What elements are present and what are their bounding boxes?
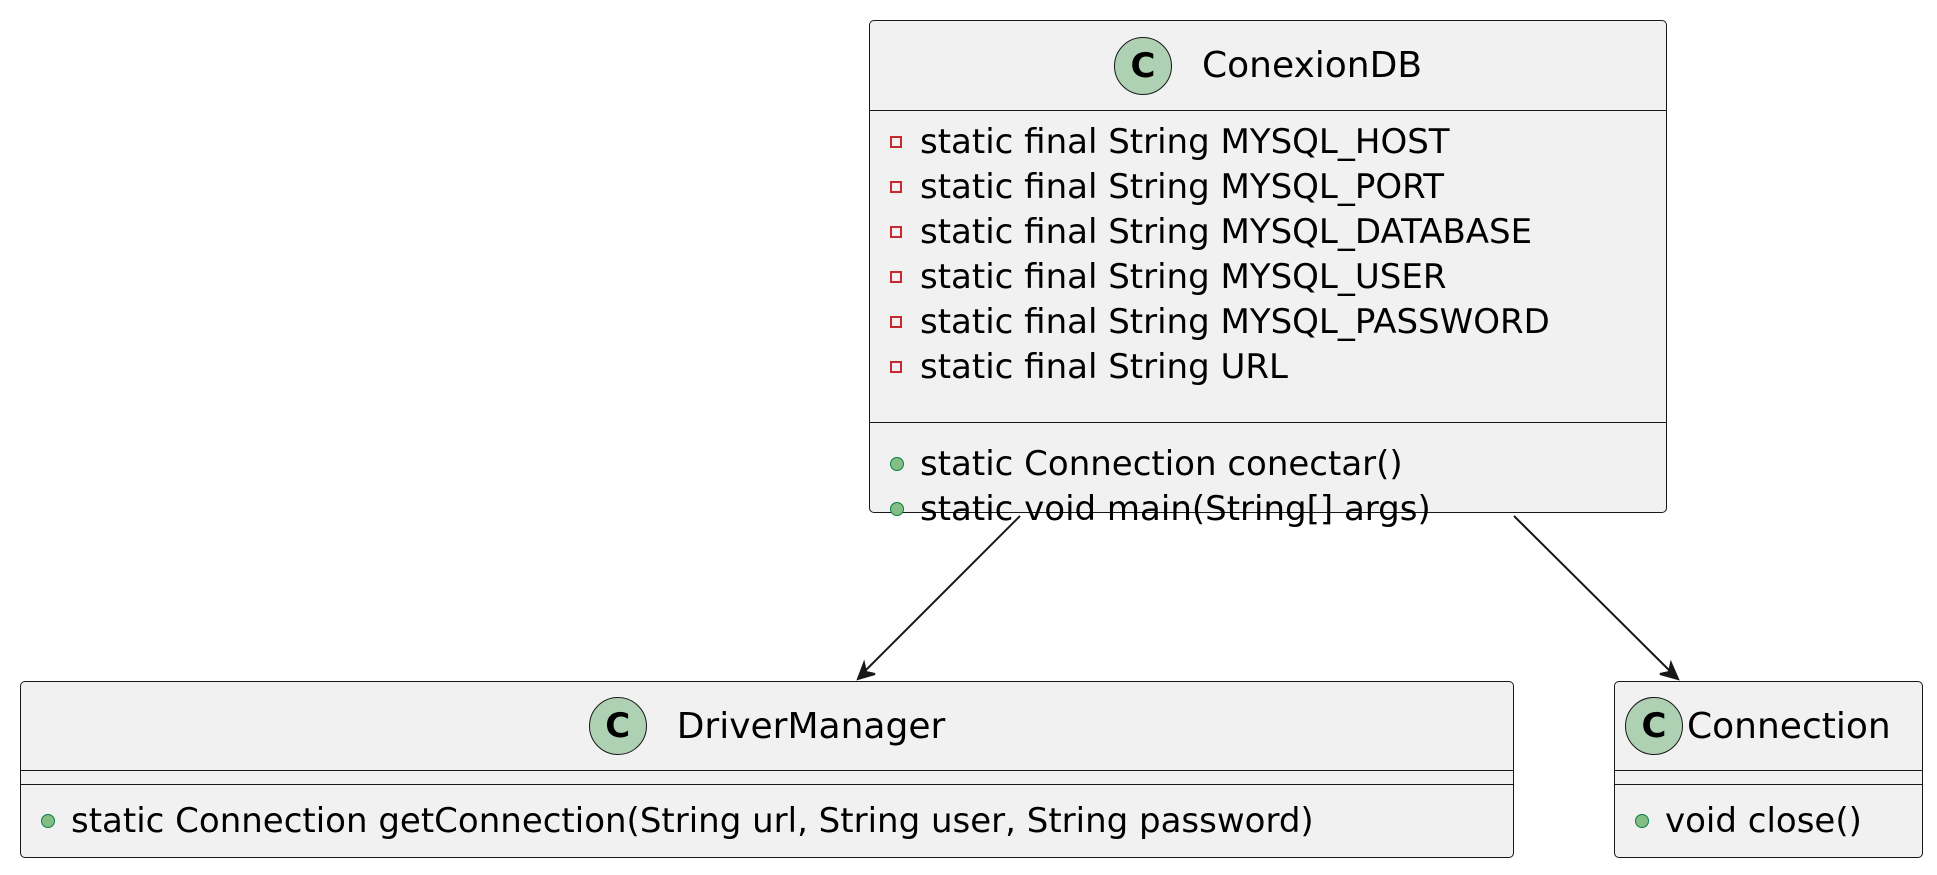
method-text: static Connection getConnection(String u… [71, 800, 1314, 841]
method-text: static Connection conectar() [920, 443, 1403, 484]
methods-compartment: void close() [1615, 785, 1922, 843]
private-visibility-icon [884, 209, 920, 254]
attribute-text: static final String MYSQL_DATABASE [920, 211, 1533, 252]
attributes-compartment [1615, 771, 1922, 785]
class-badge-icon: C [1113, 36, 1172, 95]
public-visibility-icon [884, 441, 920, 486]
public-visibility-icon [1629, 798, 1665, 843]
class-conexiondb: C ConexionDB static final String MYSQL_H… [869, 20, 1667, 529]
attribute-row: static final String MYSQL_PORT [884, 164, 1666, 209]
class-drivermanager: C DriverManager static Connection getCon… [20, 681, 1514, 858]
method-text: static void main(String[] args) [920, 488, 1431, 529]
attribute-text: static final String MYSQL_PASSWORD [920, 301, 1550, 342]
attribute-row: static final String MYSQL_PASSWORD [884, 299, 1666, 344]
public-visibility-icon [884, 486, 920, 531]
attribute-text: static final String MYSQL_PORT [920, 166, 1445, 207]
class-badge-icon: C [1625, 697, 1683, 755]
attribute-row: static final String MYSQL_DATABASE [884, 209, 1666, 254]
method-row: void close() [1629, 798, 1922, 843]
attributes-compartment [21, 771, 1513, 785]
relation-conexiondb-drivermanager [857, 515, 1021, 679]
private-visibility-icon [884, 299, 920, 344]
private-visibility-icon [884, 254, 920, 299]
methods-compartment: static Connection conectar() static void… [870, 423, 1666, 531]
private-visibility-icon [884, 344, 920, 389]
class-connection: C Connection void close() [1614, 681, 1923, 858]
class-name: DriverManager [676, 705, 946, 747]
attributes-compartment: static final String MYSQL_HOST static fi… [870, 111, 1666, 423]
class-header: C DriverManager [21, 682, 1513, 771]
class-name: Connection [1687, 705, 1891, 747]
attribute-row: static final String MYSQL_HOST [884, 119, 1666, 164]
private-visibility-icon [884, 119, 920, 164]
method-text: void close() [1665, 800, 1862, 841]
attribute-row: static final String MYSQL_USER [884, 254, 1666, 299]
methods-compartment: static Connection getConnection(String u… [21, 785, 1513, 843]
class-badge-icon: C [588, 697, 647, 755]
attribute-text: static final String MYSQL_USER [920, 256, 1447, 297]
method-row: static Connection getConnection(String u… [35, 798, 1513, 843]
class-header: C ConexionDB [870, 21, 1666, 111]
public-visibility-icon [35, 798, 71, 843]
relation-conexiondb-connection [1513, 515, 1678, 679]
method-row: static Connection conectar() [884, 441, 1666, 486]
arrowhead-drivermanager-icon [856, 659, 876, 681]
class-name: ConexionDB [1201, 45, 1423, 86]
class-header: C Connection [1615, 682, 1922, 771]
attribute-text: static final String MYSQL_HOST [920, 121, 1450, 162]
arrowhead-connection-icon [1659, 659, 1680, 681]
attribute-text: static final String URL [920, 346, 1288, 387]
method-row: static void main(String[] args) [884, 486, 1666, 531]
attribute-row: static final String URL [884, 344, 1666, 389]
private-visibility-icon [884, 164, 920, 209]
